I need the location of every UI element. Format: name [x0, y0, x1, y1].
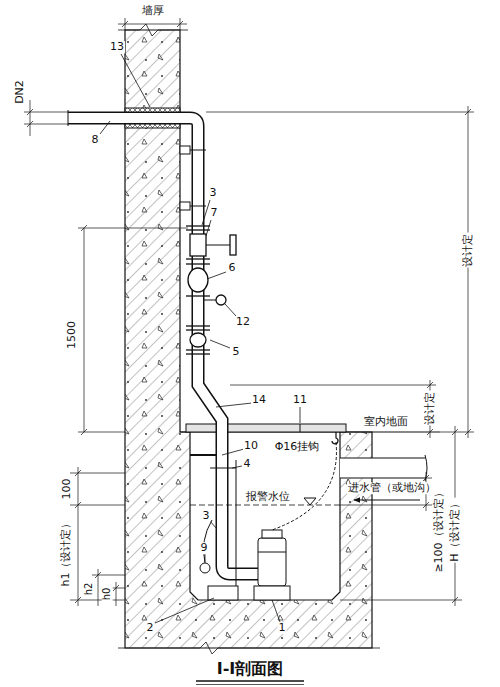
callout-number: 1	[278, 622, 287, 634]
dimension-text: 100	[61, 478, 73, 501]
dimension-text: h1（设计定）	[60, 517, 72, 588]
dimension-text: h0	[102, 587, 113, 602]
lifting-chain	[272, 442, 336, 530]
discharge-pipe	[68, 110, 258, 574]
callout-number: 3	[202, 510, 211, 522]
dimension-text: ≥100（设计定）	[433, 486, 445, 573]
callout-number: 14	[251, 394, 267, 406]
dimension-text: H（设计定）	[449, 497, 461, 562]
dimension-text: 设计定	[424, 391, 436, 426]
pump-assembly	[190, 455, 290, 600]
callout-number: 2	[146, 622, 155, 634]
water-level-label: 报警水位	[245, 491, 291, 503]
cover-plate	[186, 424, 346, 432]
dimension-text: 1500	[66, 320, 78, 350]
dimension-text: h2	[84, 582, 95, 597]
dimension-lines	[24, 18, 474, 606]
callout-number: 9	[200, 542, 209, 554]
callout-number: 12	[235, 316, 251, 328]
callout-number: 10	[243, 440, 259, 452]
inlet-label: 进水管（或地沟）	[347, 482, 437, 494]
dimension-text: DN2	[14, 79, 26, 105]
drawing-title: I-I剖面图	[215, 660, 286, 678]
dimension-text: 墙厚	[141, 5, 165, 17]
callout-number: 3	[209, 187, 218, 199]
callout-number: 4	[243, 458, 252, 470]
hook-label: Φ16挂钩	[274, 441, 321, 453]
callout-number: 8	[91, 134, 100, 146]
dimension-text: 设计定	[462, 233, 474, 268]
valve-set	[186, 226, 236, 354]
callout-number: 5	[232, 346, 241, 358]
callout-number: 11	[292, 394, 308, 406]
leader-lines	[100, 54, 300, 623]
callout-number: 6	[228, 262, 237, 274]
pipe-support	[180, 146, 206, 210]
callout-number: 7	[210, 207, 219, 219]
flow-arrow	[354, 500, 420, 501]
floor-label: 室内地面	[363, 416, 409, 428]
callout-number: 13	[109, 41, 125, 53]
